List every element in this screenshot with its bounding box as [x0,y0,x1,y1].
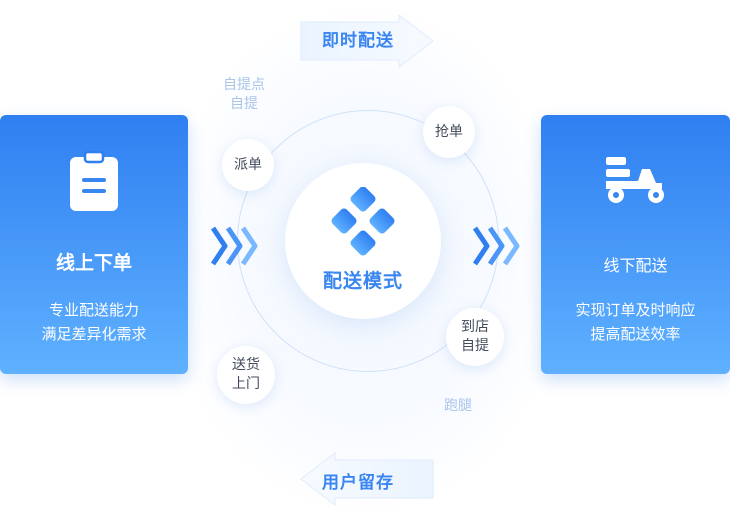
online-order-title: 线上下单 [55,252,132,274]
top-arrow [300,14,434,68]
offline-delivery-desc-line1: 实现订单及时响应 [575,301,696,319]
node-dispatch-label: 派单 [234,156,262,173]
chevron-right-icon [473,226,520,266]
delivery-scooter-icon [605,157,664,203]
faint-pickup-point-line1: 自提点 [223,77,265,93]
clipboard-icon [70,151,118,211]
center-circle: 配送模式 [285,163,441,319]
node-grab-order: 抢单 [423,106,475,158]
offline-delivery-desc-line2: 提高配送效率 [590,325,681,343]
node-home-delivery-line1: 送货 [232,357,260,373]
node-home-delivery: 送货 上门 [217,346,275,404]
node-dispatch: 派单 [222,139,274,191]
offline-delivery-card: 线下配送 实现订单及时响应 提高配送效率 [541,115,730,374]
faint-pickup-point-line2: 自提 [230,96,258,112]
online-order-card: 线上下单 专业配送能力 满足差异化需求 [0,115,188,374]
center-label: 配送模式 [322,270,403,292]
faint-errand-label: 跑腿 [444,398,472,414]
top-arrow-label: 即时配送 [322,31,394,51]
bottom-arrow-label: 用户留存 [322,473,394,493]
faint-pickup-point: 自提点 自提 [216,76,272,114]
online-order-desc-line1: 专业配送能力 [48,301,139,319]
online-order-desc: 专业配送能力 满足差异化需求 [0,298,188,346]
diamond-cluster-icon [331,187,395,256]
faint-errand: 跑腿 [432,397,484,416]
node-grab-order-label: 抢单 [435,123,463,140]
node-home-delivery-line2: 上门 [232,376,260,392]
node-store-pickup-line1: 到店 [461,319,489,335]
node-store-pickup-line2: 自提 [461,338,489,354]
offline-delivery-title: 线下配送 [603,256,668,275]
offline-delivery-desc: 实现订单及时响应 提高配送效率 [541,298,730,346]
node-store-pickup: 到店 自提 [446,308,504,366]
bottom-arrow [300,452,434,506]
online-order-desc-line2: 满足差异化需求 [41,325,147,343]
chevron-right-icon [211,226,258,266]
